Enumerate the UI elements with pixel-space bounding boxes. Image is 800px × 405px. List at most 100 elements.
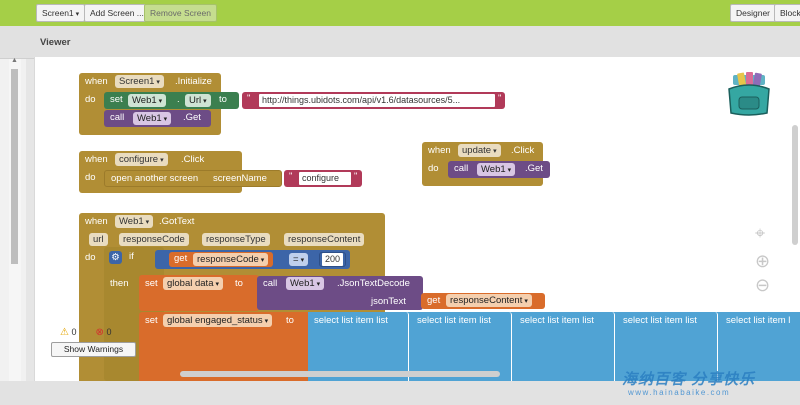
set-label: set [145,315,158,326]
select-list-item-blocks[interactable]: select list item list select list item l… [308,312,800,381]
screen-select-label: Screen1 [42,8,74,18]
blocks-workspace[interactable]: when Screen1▾ .Initialize do set Web1▾ .… [34,57,800,381]
add-screen-button[interactable]: Add Screen ... [84,4,150,22]
chevron-down-icon: ▾ [300,257,305,264]
open-another-screen-block[interactable]: open another screen screenName [104,170,282,187]
call-component-dropdown[interactable]: Web1▾ [477,163,516,176]
blocks-button[interactable]: Blocks [774,4,800,22]
set-var-dropdown[interactable]: global engaged_status▾ [163,314,273,327]
quote-close: " [498,93,502,104]
backpack-icon[interactable] [725,69,773,117]
get-var-name: responseContent [450,295,523,306]
select-list-item-block[interactable]: select list item list [514,312,615,381]
chevron-down-icon: ▾ [75,11,80,18]
get-var-name: responseCode [197,254,259,265]
param-response-code[interactable]: responseCode [119,233,189,246]
set-component-name: Web1 [132,95,157,106]
property-name: Url [189,95,202,106]
call-component-dropdown[interactable]: Web1▾ [133,112,172,125]
compare-block[interactable]: get responseCode▾ =▾ 200 [155,250,350,269]
set-component-dropdown[interactable]: Web1▾ [128,94,167,107]
viewer-header: Viewer [0,26,800,59]
set-label: set [110,94,123,105]
open-screen-label: open another screen [111,173,199,184]
chevron-down-icon: ▾ [160,157,164,164]
set-url-block[interactable]: set Web1▾ . Url▾ to [104,92,239,109]
show-warnings-button[interactable]: Show Warnings [51,342,136,357]
gear-icon[interactable]: ⚙ [109,251,122,264]
left-scrollbar[interactable]: ▲ ▼ [9,57,21,388]
to-label: to [235,278,243,289]
property-dropdown[interactable]: Url▾ [185,94,211,107]
select-list-item-label: select list item list [520,315,594,326]
when-label: when [85,154,108,165]
param-response-content[interactable]: responseContent [284,233,365,246]
component-dropdown[interactable]: Web1▾ [115,215,154,228]
error-icon: ⊗ [95,327,104,338]
call-method: .Get [183,112,201,123]
error-count: 0 [106,327,112,337]
operator-dropdown[interactable]: =▾ [289,253,309,266]
url-string-block[interactable]: " http://things.ubidots.com/api/v1.6/dat… [242,92,505,109]
update-call-web-get-block[interactable]: call Web1▾ .Get [448,161,550,178]
scroll-up-icon[interactable]: ▲ [11,57,18,64]
zoom-in-icon[interactable]: ⊕ [755,251,771,271]
get-label: get [174,253,188,264]
set-global-engaged-status-block[interactable]: set global engaged_status▾ to [139,312,311,381]
chevron-down-icon: ▾ [145,219,150,226]
screen-select[interactable]: Screen1▾ [36,4,86,22]
select-list-item-block[interactable]: select list item l [720,312,800,381]
json-decode-block[interactable]: call Web1▾ .JsonTextDecode jsonText [257,276,423,310]
select-list-item-block[interactable]: select list item list [308,312,409,381]
get-response-content-block[interactable]: get responseContent▾ [421,293,545,309]
event-name: .GotText [159,216,195,227]
chevron-down-icon: ▾ [163,116,168,123]
call-component-dropdown[interactable]: Web1▾ [286,277,325,290]
remove-screen-button[interactable]: Remove Screen [144,4,217,22]
to-label: to [219,94,227,105]
select-list-item-block[interactable]: select list item list [617,312,718,381]
call-web-get-block[interactable]: call Web1▾ .Get [104,110,211,127]
set-global-data-block[interactable]: set global data▾ to [139,275,259,311]
component-name: configure [119,154,159,165]
designer-button[interactable]: Designer [730,4,777,22]
call-method: .Get [525,163,543,174]
quote-close: " [354,171,358,182]
select-list-item-label: select list item list [623,315,697,326]
call-label: call [454,163,469,174]
screen-name-string-block[interactable]: " configure " [284,170,362,187]
chevron-down-icon: ▾ [156,79,160,86]
url-string-value[interactable]: http://things.ubidots.com/api/v1.6/datas… [259,94,495,107]
component-dropdown[interactable]: update▾ [458,144,501,157]
warning-icon: ⚠ [60,327,69,338]
get-response-code-block[interactable]: get responseCode▾ [169,252,273,267]
chevron-down-icon: ▾ [507,167,512,174]
warning-indicator: ⚠ 0 ⊗ 0 [60,327,111,341]
param-response-type[interactable]: responseType [202,233,270,246]
component-dropdown[interactable]: configure▾ [115,153,168,166]
watermark-text: 海纳百客 分享快乐 [622,371,756,388]
scrollbar-thumb[interactable] [11,69,18,264]
workspace-horizontal-scrollbar[interactable] [180,371,500,377]
select-list-item-block[interactable]: select list item list [411,312,512,381]
call-component-name: Web1 [137,113,162,124]
get-var-dropdown[interactable]: responseContent▾ [446,294,532,307]
set-var-dropdown[interactable]: global data▾ [163,277,223,290]
zoom-out-icon[interactable]: ⊖ [755,275,771,295]
number-value[interactable]: 200 [322,253,343,266]
viewer-title: Viewer [40,37,71,48]
recenter-icon[interactable]: ⌖ [755,223,766,243]
number-block[interactable]: 200 [319,252,346,267]
select-list-item-label: select list item list [417,315,491,326]
param-url[interactable]: url [89,233,108,246]
dot-label: . [177,94,180,105]
operator-value: = [293,254,299,265]
workspace-vertical-scrollbar[interactable] [792,125,798,245]
get-var-dropdown[interactable]: responseCode▾ [193,253,269,266]
screen-name-value[interactable]: configure [299,172,351,185]
component-dropdown[interactable]: Screen1▾ [115,75,164,88]
chevron-down-icon: ▾ [158,98,163,105]
json-text-param: jsonText [371,296,406,307]
to-label: to [286,315,294,326]
do-label: do [428,163,439,174]
